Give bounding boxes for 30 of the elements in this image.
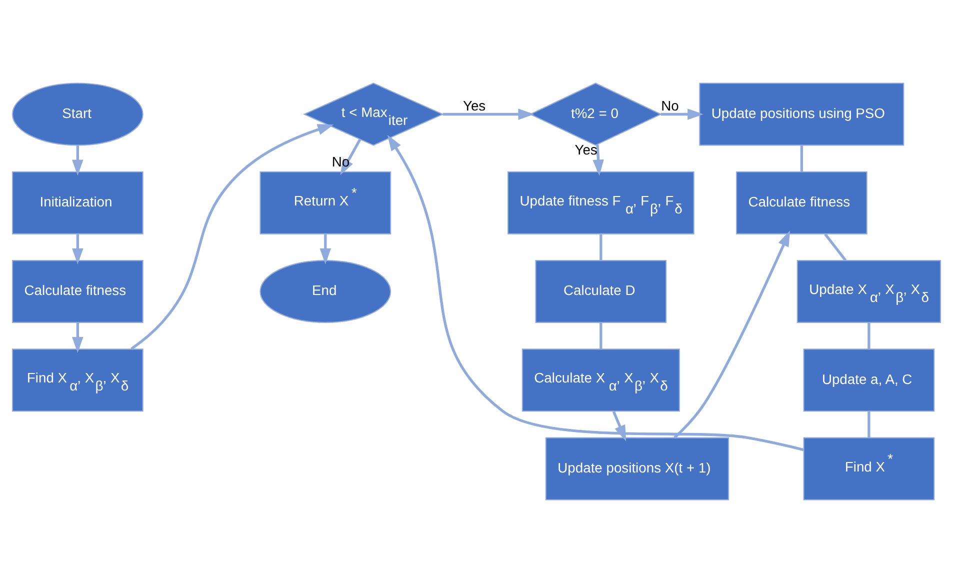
arrow xyxy=(130,124,334,350)
node-box: Update a, A, C xyxy=(803,348,935,412)
connector xyxy=(600,234,602,260)
node-box: Calculate D xyxy=(535,260,667,322)
arrow xyxy=(72,322,84,352)
connector xyxy=(800,145,803,172)
arrow xyxy=(442,108,534,120)
node-box: Initialization xyxy=(12,170,144,234)
node-box: Update positions using PSO xyxy=(699,82,904,146)
arrow xyxy=(612,410,626,441)
node-ellipse: End xyxy=(260,260,392,322)
arrow xyxy=(72,145,84,176)
node-box: Calculate fitness xyxy=(12,260,144,322)
connector xyxy=(868,410,870,438)
connector xyxy=(824,232,847,261)
node-box: Update positions X(t + 1) xyxy=(545,436,730,500)
edge-label: No xyxy=(332,153,350,170)
node-ellipse: Start xyxy=(12,82,144,146)
connector xyxy=(600,322,602,348)
arrow xyxy=(387,134,804,451)
arrow xyxy=(592,144,604,176)
arrow xyxy=(320,234,332,264)
arrow xyxy=(72,234,84,264)
arrow xyxy=(674,230,790,438)
node-box: Calculate fitness xyxy=(736,170,868,234)
connector xyxy=(868,322,870,348)
edge-label: Yes xyxy=(462,96,486,113)
edge-label: No xyxy=(661,96,679,113)
arrow xyxy=(660,108,704,120)
node-diamond: t%2 = 0 xyxy=(529,82,662,146)
